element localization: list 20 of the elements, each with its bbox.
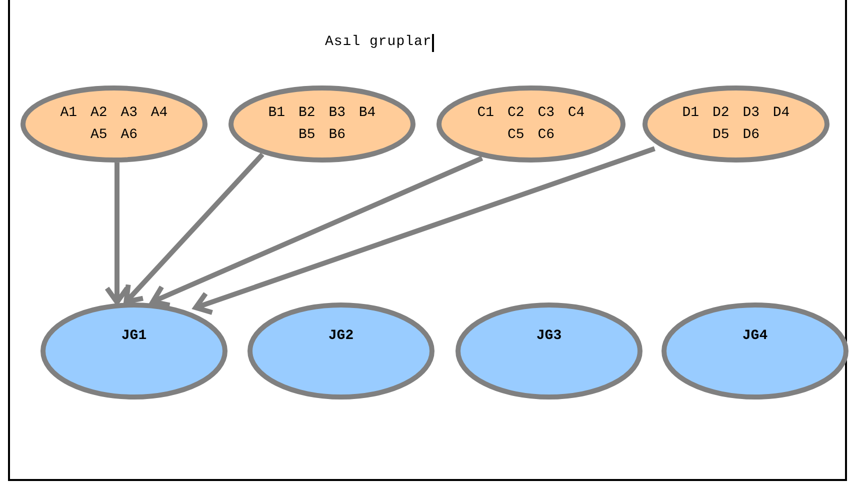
group-ellipse	[40, 302, 228, 400]
group-ellipse	[455, 302, 643, 400]
member-list: D1 D2 D3 D4 D5 D6	[681, 102, 791, 146]
arrow	[150, 156, 484, 308]
group-ellipse	[20, 85, 208, 163]
group-ellipse	[436, 85, 626, 163]
group-label: JG2	[328, 326, 354, 346]
title: Asıl gruplar	[325, 33, 432, 52]
group-ellipse	[642, 85, 830, 163]
group-ellipse	[247, 302, 435, 400]
group-label: JG3	[536, 326, 562, 346]
member-list: B1 B2 B3 B4 B5 B6	[267, 102, 377, 146]
member-list: C1 C2 C3 C4 C5 C6	[476, 102, 586, 146]
group-label: JG4	[742, 326, 768, 346]
group-label: JG1	[121, 326, 147, 346]
arrow	[124, 152, 264, 304]
group-ellipse	[228, 85, 416, 163]
member-list: A1 A2 A3 A4 A5 A6	[59, 102, 169, 146]
group-ellipse	[661, 302, 849, 400]
arrow	[193, 146, 656, 315]
